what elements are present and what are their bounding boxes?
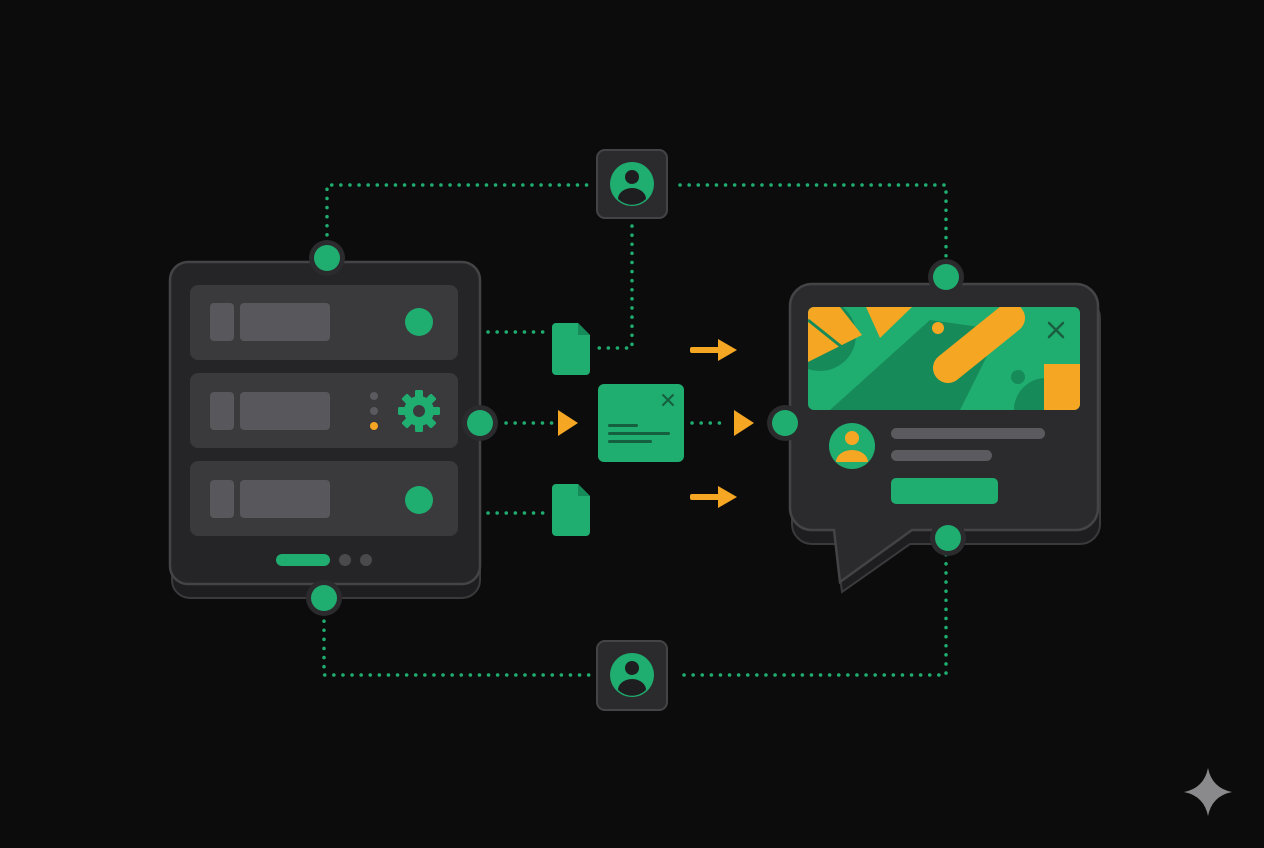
user-avatar-icon [610,653,654,697]
drive-label [240,480,330,518]
user-node-top[interactable] [596,149,668,219]
connector-top-right [678,183,948,265]
pager-active[interactable] [276,554,330,566]
node-chat-top[interactable] [928,259,964,295]
server-pager[interactable] [276,554,372,566]
document-icon [552,323,590,375]
node-server-top[interactable] [309,240,345,276]
text-line [608,432,670,435]
action-button[interactable] [891,478,998,504]
text-line-placeholder [891,450,992,461]
user-node-bottom[interactable] [596,640,668,711]
message-card-icon[interactable] [598,384,684,462]
drive-slot [210,392,234,430]
drive-slot [210,303,234,341]
chat-bubble [788,282,1101,594]
server-row-3[interactable] [190,461,458,536]
connector-bottom-left [322,610,592,677]
server-row-2[interactable] [190,373,458,448]
user-avatar-icon [829,423,875,469]
close-icon[interactable] [1047,321,1065,339]
text-line [608,424,638,427]
arrow-right-icon [690,486,737,508]
dotted-connectors [322,183,948,677]
arrow-right-icon [558,410,578,436]
sparkle-icon [1184,768,1232,816]
server-rack [168,260,482,599]
status-led-active [405,308,433,336]
drive-label [240,303,330,341]
node-server-right[interactable] [462,405,498,441]
status-led-active [405,486,433,514]
text-line [608,440,652,443]
pager-dot[interactable] [360,554,372,566]
user-avatar-icon [610,162,654,206]
document-icon [552,484,590,536]
text-line-placeholder [891,428,1045,439]
connector-nodes [306,240,966,616]
drive-label [240,392,330,430]
indicator-dot [370,407,378,415]
connector-top-left [325,183,594,246]
arrow-right-icon [734,410,754,436]
node-server-bottom[interactable] [306,580,342,616]
node-chat-left[interactable] [767,405,803,441]
pager-dot[interactable] [339,554,351,566]
server-row-1[interactable] [190,285,458,360]
node-chat-bottom[interactable] [930,520,966,556]
connector-user-to-doc [594,224,634,350]
banner-image [808,307,1080,410]
gear-icon [398,390,440,432]
indicator-dot [370,392,378,400]
close-icon [662,394,674,406]
indicator-dot-warning [370,422,378,430]
arrow-right-icon [690,339,737,361]
drive-slot [210,480,234,518]
